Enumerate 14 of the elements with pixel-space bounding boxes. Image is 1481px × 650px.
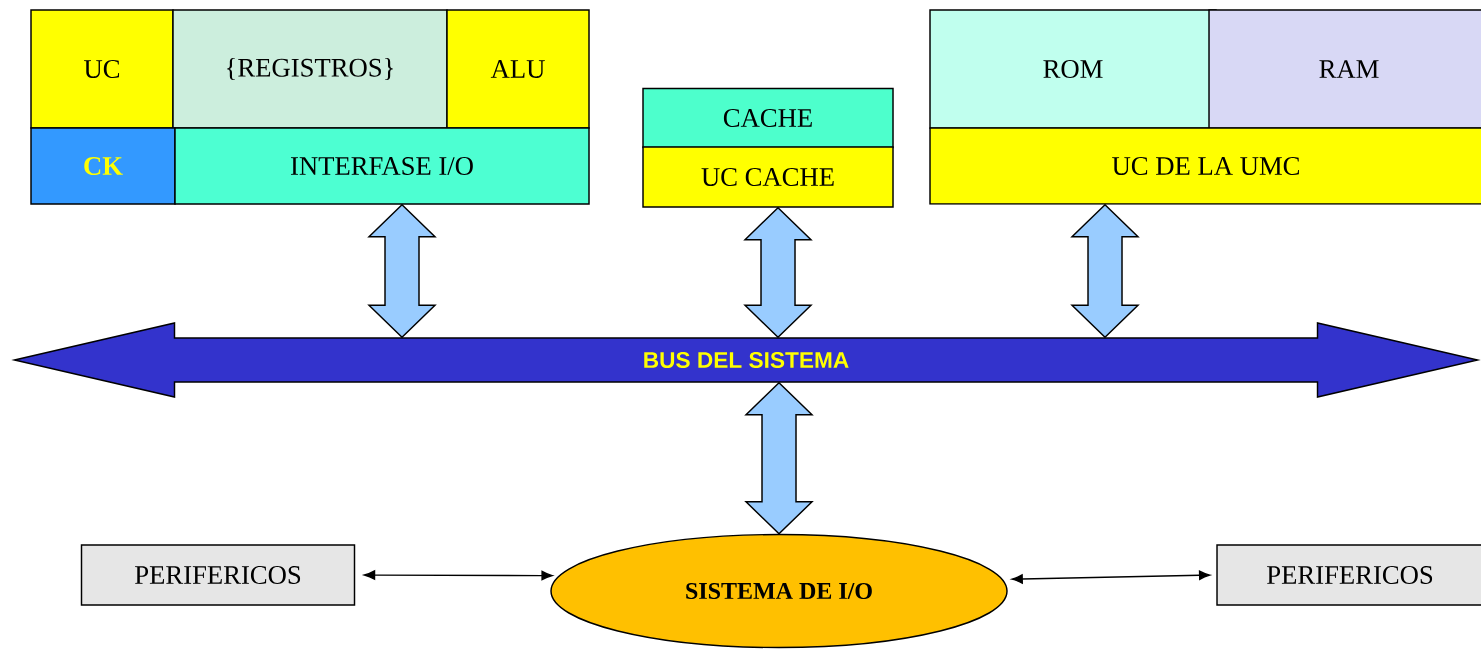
register-box: {REGISTROS}: [172, 9, 448, 129]
memory-box: RAM: [1208, 9, 1481, 129]
memory-box: ROM: [929, 9, 1217, 129]
peripheral-box: PERIFERICOS: [80, 544, 356, 606]
cache-box: CACHE: [642, 87, 894, 149]
unit-box: UC DE LA UMC: [929, 127, 1481, 205]
interface-box: INTERFASE I/O: [174, 127, 590, 205]
peripheral-box: PERIFERICOS: [1216, 544, 1481, 606]
unit-box: ALU: [446, 9, 590, 129]
unit-box: UC CACHE: [642, 146, 894, 208]
arrow: [363, 570, 553, 581]
unit-box: UC: [30, 9, 174, 129]
clock-box: CK: [30, 127, 176, 205]
arrow: [1011, 570, 1211, 584]
